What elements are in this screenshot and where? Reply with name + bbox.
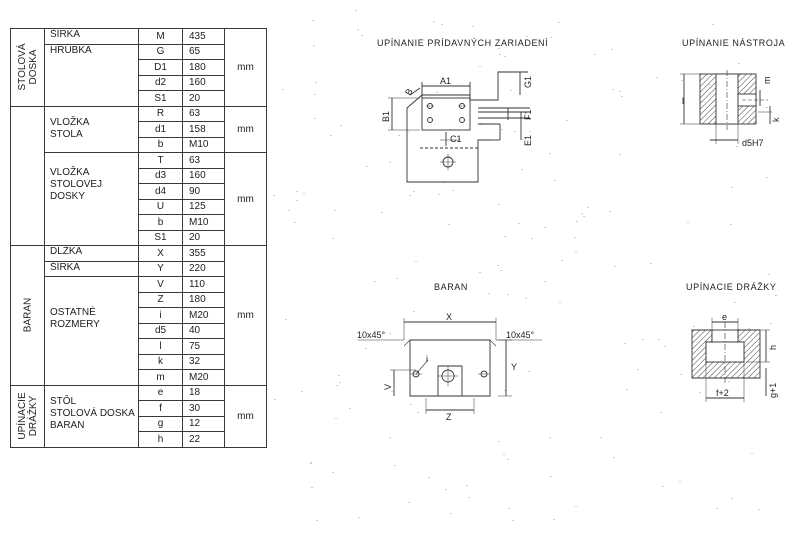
group-spacer [10,152,45,246]
attachment-top-outline [406,71,528,118]
dim-chamfer-left: 10x45° [357,330,386,340]
row-name: HRÚBKA [44,43,139,107]
attachment-plate [421,97,471,131]
dim-e: e [722,312,727,322]
dim-g: g+1 [768,383,778,398]
dim-m: m [762,77,772,85]
dim-l: l [682,96,684,106]
group-label-ram: BARAN [10,245,45,386]
dim-x: X [446,312,452,322]
dim-c1: C1 [450,134,462,144]
tool-thread [737,93,757,107]
table-row: HRÚBKA G 65 [11,43,267,107]
table-row: d1 158 [11,121,267,138]
group-spacer [10,106,45,153]
table-row: b M10 [11,136,267,153]
unit-cell: mm [224,384,267,448]
unit-cell: mm [224,245,267,386]
row-value: 22 [182,431,225,448]
row-symbol: h [138,431,183,448]
table-row: d2 160 [11,74,267,91]
table-row: D1 180 [11,59,267,76]
table-row: k 32 [11,353,267,370]
unit-cell: mm [224,28,267,107]
ram-labels: X Y V Z i 10x45° 10x45° [357,312,535,422]
ram-drawing [358,318,542,414]
table-row: S1 20 [11,229,267,246]
dim-chamfer-right: 10x45° [506,330,535,340]
table-row: b M10 [11,214,267,231]
dim-g1: G1 [523,76,533,88]
dim-e1: E1 [523,135,533,146]
table-row: ŠÍRKA Y 220 [11,260,267,277]
table-row: U 125 [11,198,267,215]
attachment-body-outline [406,118,490,183]
dim-h: h [768,345,778,350]
slots-drawing [691,318,770,402]
tool-labels: l m k d5H7 [682,77,781,149]
row-value: 180 [182,59,225,76]
table-row: h 22 [11,431,267,448]
dim-k: k [771,117,781,122]
dim-b1: B1 [381,111,391,122]
unit-cell: mm [224,152,267,246]
table-row: l 75 [11,338,267,355]
dim-d5: d5H7 [742,138,764,148]
table-row: i M20 [11,307,267,324]
table-row: g 12 [11,415,267,432]
table-row: f 30 [11,400,267,417]
dim-i: i [426,354,428,364]
attachment-labels: A1 B B1 C1 E1 F1 G1 [381,76,533,146]
dim-f: f+2 [716,388,729,398]
slots-labels: e h g+1 f+2 [716,312,778,398]
ram-drawing-title: BARAN [434,282,469,292]
dim-z: Z [446,412,452,422]
attachment-drawing [388,71,530,183]
table-row: BARAN DLŽKA X 355 mm [10,245,267,386]
attachment-drawing-title: UPÍNANIE PRÍDAVNÝCH ZARIADENÍ [377,38,549,48]
dim-v: V [383,384,393,390]
dim-f1: F1 [523,109,533,120]
dim-y: Y [511,362,517,372]
slots-drawing-title: UPÍNACIE DRÁŽKY [686,282,777,292]
dim-a1: A1 [440,76,451,86]
ram-outline [409,339,491,397]
tool-drawing [680,70,772,144]
dim-b: B [403,87,415,97]
unit-cell: mm [224,105,267,153]
tool-drawing-title: UPÍNANIE NÁSTROJA [682,38,786,48]
